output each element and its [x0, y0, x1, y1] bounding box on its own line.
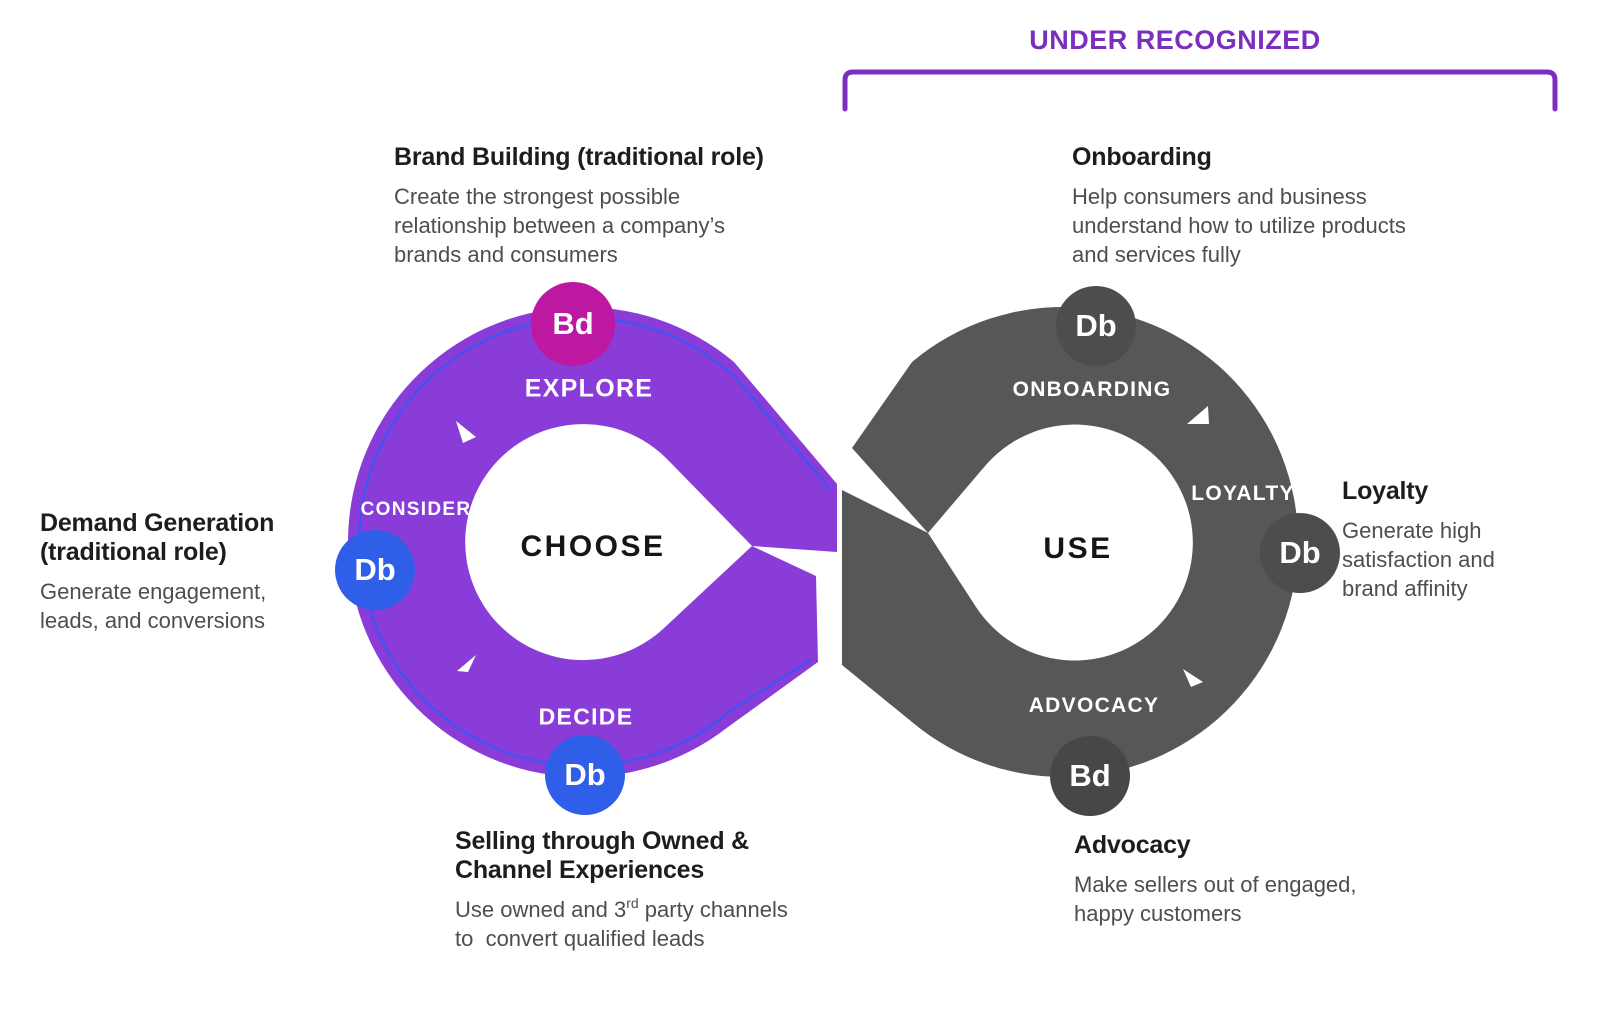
badge-bd-advocacy: Bd	[1050, 736, 1130, 816]
badge-db-onboarding: Db	[1056, 286, 1136, 366]
gray-arrow-top-icon	[1187, 406, 1209, 424]
onboarding-body: Help consumers and business	[1072, 184, 1367, 209]
gray-loop-path	[842, 306, 1299, 777]
stage-advocacy: ADVOCACY	[1028, 694, 1160, 717]
advocacy-heading: Advocacy	[1074, 831, 1191, 859]
brand-building-body: Create the strongest possible	[394, 184, 681, 209]
badge-db-decide: Db	[545, 735, 625, 815]
stage-consider: CONSIDER	[360, 499, 472, 520]
onboarding-heading: Onboarding	[1072, 143, 1212, 171]
annotation-loyalty: Loyalty Generate high satisfaction and b…	[1342, 477, 1582, 603]
purple-arrow-bottom-icon	[457, 655, 476, 672]
annotation-brand-building: Brand Building (traditional role) Create…	[394, 143, 794, 269]
annotation-selling: Selling through Owned & Channel Experien…	[455, 827, 855, 953]
purple-loop-path	[348, 307, 837, 778]
selling-body: Use owned and 3rd party channels	[455, 894, 788, 922]
advocacy-body: Make sellers out of engaged,	[1074, 872, 1357, 897]
under-recognized-bracket	[842, 69, 1558, 112]
center-label-choose: CHOOSE	[520, 530, 666, 563]
annotation-demand-generation: Demand Generation (traditional role) Gen…	[40, 509, 360, 635]
under-recognized-title: UNDER RECOGNIZED	[1029, 25, 1321, 55]
badge-db-consider: Db	[335, 530, 415, 610]
brand-building-heading: Brand Building (traditional role)	[394, 143, 764, 171]
stage-explore: EXPLORE	[524, 374, 654, 403]
annotation-advocacy: Advocacy Make sellers out of engaged, ha…	[1074, 831, 1434, 928]
purple-arrow-top-icon	[456, 421, 476, 443]
loyalty-body: Generate high	[1342, 518, 1482, 543]
badge-bd-explore: Bd	[531, 282, 615, 366]
center-label-use: USE	[1043, 532, 1113, 565]
annotation-onboarding: Onboarding Help consumers and business u…	[1072, 143, 1472, 269]
stage-decide: DECIDE	[538, 703, 634, 730]
demand-generation-body: Generate engagement,	[40, 579, 267, 604]
demand-generation-heading: Demand Generation	[40, 509, 275, 537]
stage-onboarding: ONBOARDING	[1012, 378, 1172, 401]
loyalty-heading: Loyalty	[1342, 477, 1429, 505]
badge-db-loyalty: Db	[1260, 513, 1340, 593]
stage-loyalty: LOYALTY	[1191, 482, 1295, 505]
gray-arrow-bottom-icon	[1183, 669, 1203, 687]
selling-heading: Selling through Owned &	[455, 827, 749, 855]
